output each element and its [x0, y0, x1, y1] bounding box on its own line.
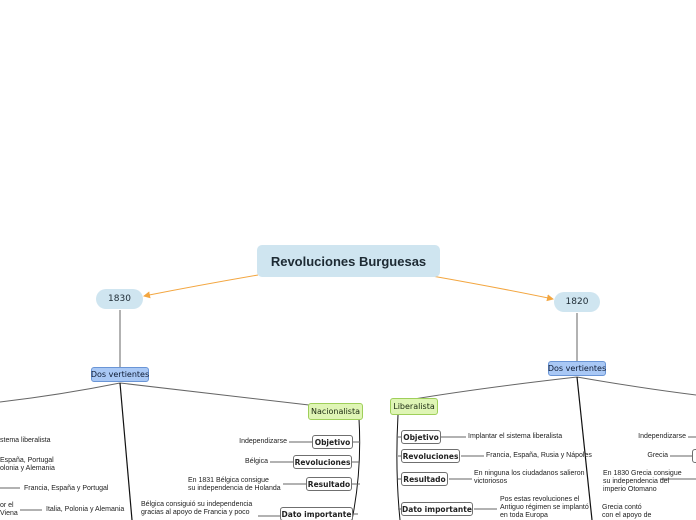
liberal-revolutions-node[interactable]: Revoluciones	[401, 449, 460, 463]
nationalist-objective-text: Independizarse	[239, 438, 287, 445]
left-liberal-revolutions-line-2: olonia y Alemania	[0, 465, 55, 472]
left-liberal-important-line-2: Viena	[0, 510, 18, 517]
right-nationalist-result-line-1: En 1830 Grecia consigue	[603, 470, 682, 477]
arrow-root-to-1830	[143, 274, 259, 299]
arrow-root-to-1820	[431, 275, 554, 302]
nationalist-result-node[interactable]: Resultado	[306, 477, 352, 491]
liberal-result-line-2: victoriosos	[474, 478, 508, 485]
left-liberal-important-line-1: or el	[0, 502, 14, 509]
right-two-branches-node[interactable]: Dos vertientes	[548, 361, 606, 376]
right-nationalist-revolutions-node[interactable]	[692, 449, 696, 463]
nationalist-result-text: En 1831 Bélgica consigue su independenci…	[188, 477, 283, 493]
liberal-objective-node[interactable]: Objetivo	[401, 430, 441, 444]
liberal-result-text: En ninguna los ciudadanos salieron victo…	[474, 470, 585, 486]
left-liberal-result-text: Francia, España y Portugal	[24, 485, 109, 492]
nationalist-revolutions-node[interactable]: Revoluciones	[293, 455, 352, 469]
liberal-result-node[interactable]: Resultado	[401, 472, 448, 486]
right-nationalist-revolutions-text: Grecia	[647, 452, 668, 459]
right-nationalist-objective-text: Independizarse	[638, 433, 686, 440]
year-1830-node[interactable]: 1830	[96, 289, 143, 309]
nationalist-revolutions-text: Bélgica	[245, 458, 268, 465]
left-liberal-important-text: or el Viena	[0, 502, 18, 518]
central-topic[interactable]: Revoluciones Burguesas	[257, 245, 440, 277]
nationalist-important-node[interactable]: Dato importante	[280, 507, 353, 520]
liberal-important-line-3: en toda Europa	[500, 512, 548, 519]
right-nationalist-result-line-2: su independencia del	[603, 478, 670, 485]
nationalist-important-line-1: Bélgica consiguió su independencia	[141, 501, 253, 508]
liberal-revolutions-text: Francia, España, Rusia y Nápoles	[486, 452, 592, 459]
liberal-node[interactable]: Liberalista	[390, 398, 438, 415]
left-liberal-revolutions-line-1: España, Portugal	[0, 457, 54, 464]
left-liberal-countries-text: Italia, Polonia y Alemania	[46, 506, 125, 513]
nationalist-result-line-1: En 1831 Bélgica consigue	[188, 477, 269, 484]
nationalist-objective-node[interactable]: Objetivo	[312, 435, 353, 449]
liberal-result-line-1: En ninguna los ciudadanos salieron	[474, 470, 585, 477]
left-liberal-objective-text: stema liberalista	[0, 437, 51, 444]
right-nationalist-important-line-1: Grecia contó	[602, 504, 642, 511]
year-1820-node[interactable]: 1820	[554, 292, 600, 312]
left-liberal-revolutions-text: España, Portugal olonia y Alemania	[0, 457, 55, 473]
right-nationalist-important-text: Grecia contó con el apoyo de	[602, 504, 651, 520]
nationalist-important-text: Bélgica consiguió su independencia graci…	[141, 501, 259, 517]
nationalist-important-line-2: gracias al apoyo de Francia y poco	[141, 509, 250, 516]
liberal-important-text: Pos estas revoluciones el Antiguo régime…	[500, 496, 589, 520]
liberal-important-line-1: Pos estas revoluciones el	[500, 496, 580, 503]
right-nationalist-result-text: En 1830 Grecia consigue su independencia…	[603, 470, 682, 494]
liberal-important-line-2: Antiguo régimen se implantó	[500, 504, 589, 511]
liberal-objective-text: Implantar el sistema liberalista	[468, 433, 563, 440]
nationalist-node[interactable]: Nacionalista	[308, 403, 363, 420]
right-nationalist-important-line-2: con el apoyo de	[602, 512, 652, 519]
nationalist-result-line-2: su independencia de Holanda	[188, 485, 281, 492]
liberal-important-node[interactable]: Dato importante	[401, 502, 473, 516]
right-nationalist-result-line-3: imperio Otomano	[603, 486, 657, 493]
left-two-branches-node[interactable]: Dos vertientes	[91, 367, 149, 382]
